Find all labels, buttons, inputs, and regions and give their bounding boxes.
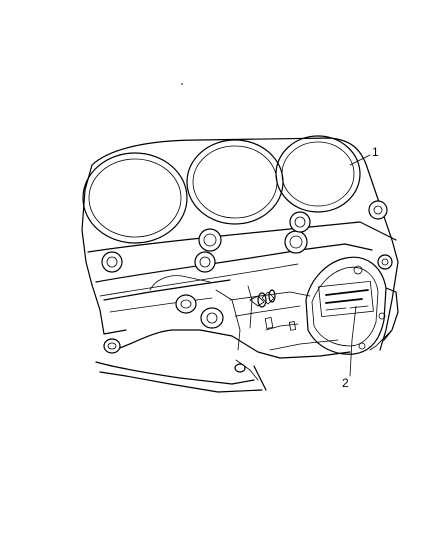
side-bolts xyxy=(103,294,246,373)
bolt-boss xyxy=(284,230,308,254)
lower-block xyxy=(95,275,351,393)
side-bolt xyxy=(103,338,121,354)
cylinder-bores xyxy=(82,135,361,244)
side-bolt xyxy=(175,294,197,314)
callouts: 1 2 xyxy=(342,145,379,390)
engine-block-outline xyxy=(81,137,399,351)
side-bolt xyxy=(234,363,246,373)
callout-1: 1 xyxy=(372,145,379,159)
bolt-boss xyxy=(289,211,311,233)
cylinder-bore-middle xyxy=(186,139,284,225)
leader-lines xyxy=(349,154,371,377)
bolt-boss xyxy=(101,251,123,273)
scan-specks xyxy=(181,83,237,317)
cylinder-bore-left xyxy=(82,152,188,244)
identification-plate xyxy=(305,256,399,355)
cylinder-bore-right xyxy=(275,135,361,213)
side-bolt xyxy=(200,307,224,329)
bolt-boss xyxy=(194,251,216,273)
callout-2: 2 xyxy=(342,376,349,390)
bolt-boss xyxy=(368,200,388,220)
head-bolt-bosses xyxy=(101,200,393,273)
block-slots xyxy=(257,289,297,331)
bolt-boss xyxy=(198,228,222,252)
bolt-boss xyxy=(377,254,393,270)
